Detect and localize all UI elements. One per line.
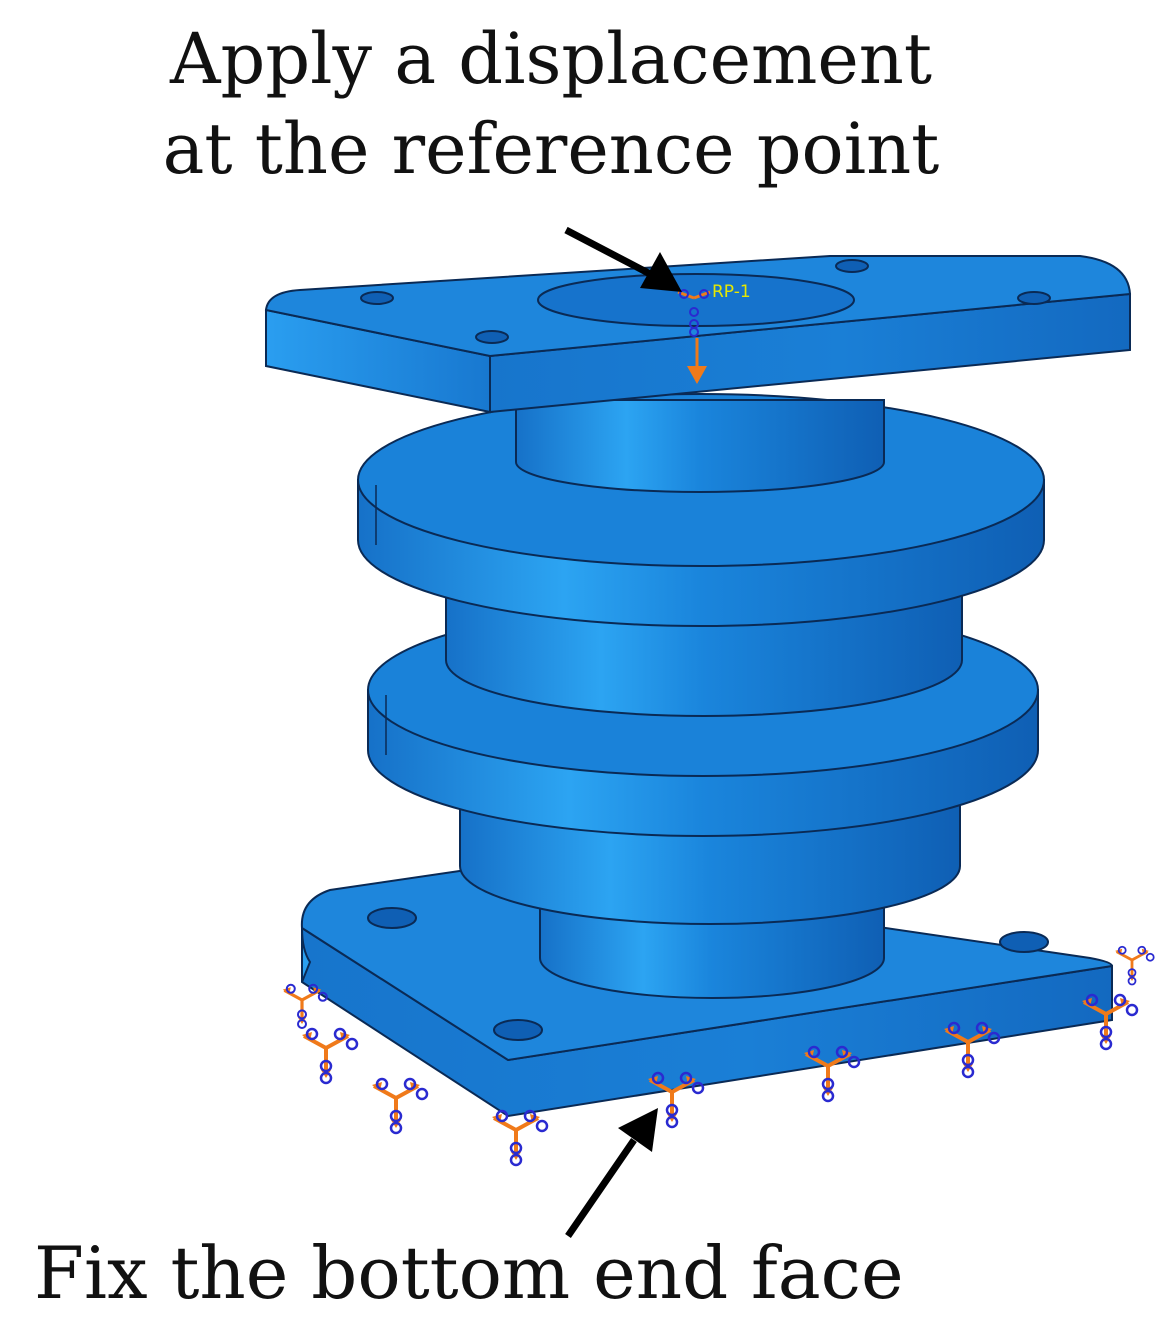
bolt-hole [999, 931, 1049, 953]
bolt-hole [493, 1019, 543, 1041]
displacement-arrow-icon [687, 338, 707, 384]
reference-point-marker: RP-1 [677, 282, 751, 337]
top-caption: Apply a displacement at the reference po… [0, 14, 1172, 194]
fixed-bc-icon [300, 1027, 359, 1085]
bolt-hole [1017, 291, 1051, 305]
upper-collar [515, 399, 885, 493]
bottom-caption: Fix the bottom end face [34, 1231, 904, 1315]
bolt-hole [367, 907, 417, 929]
fixed-bc-icon [370, 1077, 429, 1135]
top-pointer-arrow-icon [564, 226, 682, 292]
bolt-hole [360, 291, 394, 305]
top-caption-line-1: Apply a displacement [169, 18, 933, 100]
bolt-hole [475, 330, 509, 344]
bolt-hole [835, 259, 869, 273]
reference-point-label: RP-1 [712, 282, 751, 302]
fixed-bc-icon [1113, 945, 1156, 986]
fixed-bc-icon [490, 1109, 549, 1167]
top-flange [264, 255, 1132, 414]
bottom-pointer-arrow-icon [565, 1108, 658, 1238]
middle-collar [445, 589, 963, 717]
top-caption-line-2: at the reference point [162, 108, 940, 190]
center-bore [537, 273, 855, 327]
